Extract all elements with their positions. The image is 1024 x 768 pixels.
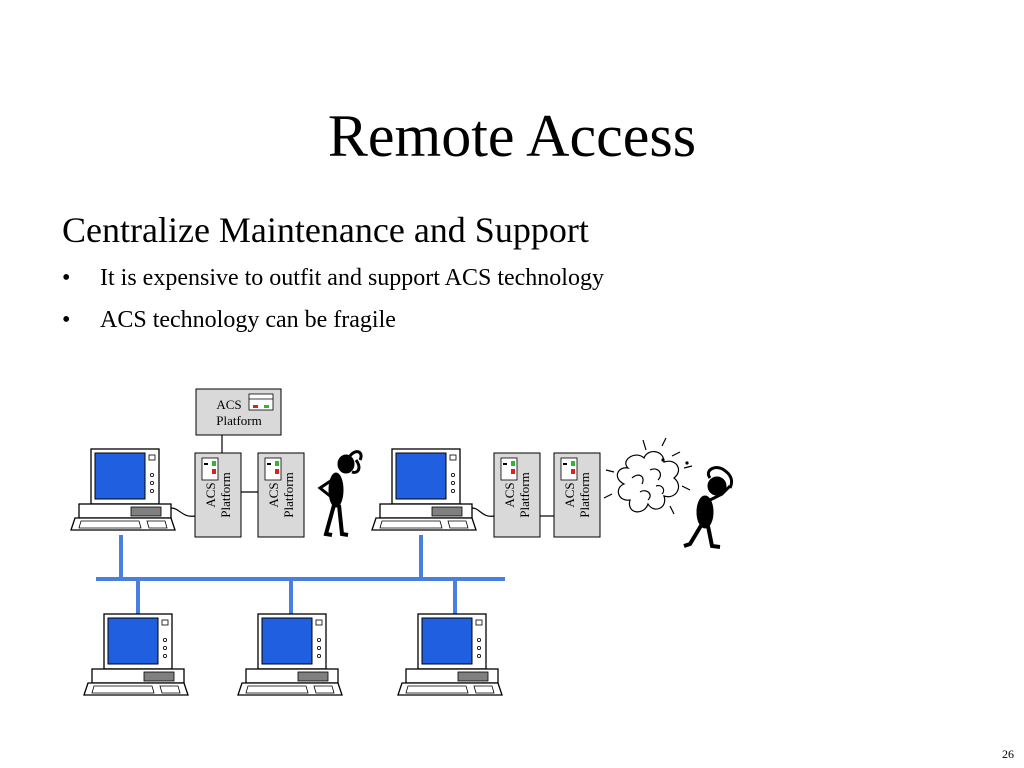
platform-label: Platform <box>577 472 592 518</box>
platform-label: ACS <box>216 397 241 412</box>
bullet-text: ACS technology can be fragile <box>100 307 396 333</box>
acs-platform-box: ACS Platform <box>553 452 601 538</box>
platform-label: Platform <box>281 472 296 518</box>
platform-label: ACS <box>502 482 517 507</box>
acs-platform-box: ACS Platform <box>195 388 282 436</box>
platform-label: Platform <box>218 472 233 518</box>
slide-title: Remote Access <box>327 103 697 169</box>
platform-label: ACS <box>203 482 218 507</box>
bullet-dot: • <box>62 265 71 291</box>
frustrated-person-icon <box>683 466 734 549</box>
confused-person-icon <box>317 450 363 537</box>
platform-label: Platform <box>517 472 532 518</box>
bullet-dot: • <box>62 307 71 333</box>
platform-label: ACS <box>562 482 577 507</box>
computer-icon <box>83 613 189 696</box>
acs-platform-box: ACS Platform <box>493 452 541 538</box>
page-number: 26 <box>1002 747 1014 761</box>
platform-label: ACS <box>266 482 281 507</box>
computer-icon <box>397 613 503 696</box>
slide-heading: Centralize Maintenance and Support <box>62 210 589 250</box>
platform-label: Platform <box>216 413 262 428</box>
bullet-text: It is expensive to outfit and support AC… <box>100 265 604 291</box>
network-bus <box>96 535 505 615</box>
computer-icon <box>237 613 343 696</box>
computer-icon <box>70 448 176 531</box>
computer-icon <box>371 448 477 531</box>
acs-platform-box: ACS Platform <box>257 452 305 538</box>
broken-puff-icon <box>603 437 693 515</box>
acs-platform-box: ACS Platform <box>194 452 242 538</box>
